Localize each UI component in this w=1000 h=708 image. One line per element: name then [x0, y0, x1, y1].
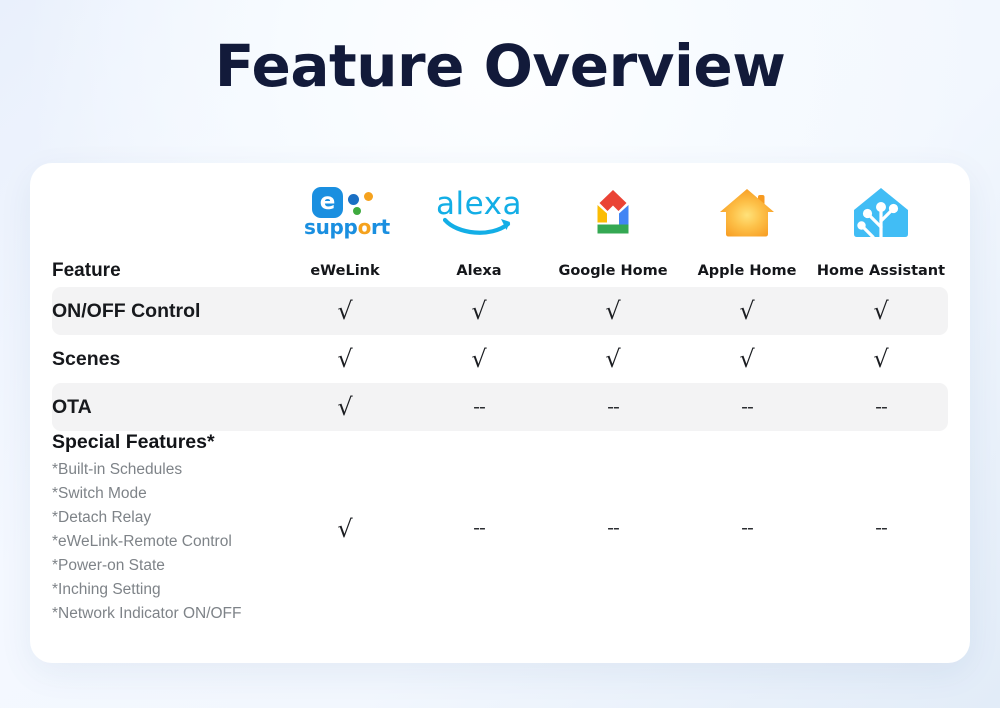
cell-on-off-apple-home: √ [680, 287, 814, 335]
special-feature-item: *Detach Relay [52, 509, 152, 526]
alexa-smile-arrow-icon [443, 217, 511, 235]
cell-scenes-google-home: √ [546, 335, 680, 383]
column-header-alexa: Alexa [456, 263, 502, 279]
ewelink-dot-orange-icon [364, 191, 373, 201]
cell-ota-ewelink: √ [278, 383, 412, 431]
ewelink-dot-blue-icon [348, 193, 359, 205]
ewelink-tile-icon [312, 186, 343, 218]
special-feature-item: *Built-in Schedules [52, 461, 183, 478]
cell-on-off-home-assistant: √ [814, 287, 948, 335]
logo-cell-ewelink: e support [278, 175, 412, 255]
ewelink-e-glyph: e [319, 188, 336, 215]
logo-cell-empty [52, 175, 278, 255]
apple-home-logo [716, 187, 778, 239]
logo-cell-google-home [546, 175, 680, 255]
ewelink-support-wordmark: support [304, 214, 390, 239]
table-logo-row: e support alexa [52, 175, 948, 255]
logo-cell-home-assistant [814, 175, 948, 255]
apple-home-house-icon [720, 188, 774, 236]
column-header-apple-home: Apple Home [697, 263, 797, 279]
logo-cell-alexa: alexa [412, 175, 546, 255]
cell-special-google-home: -- [546, 431, 680, 626]
cell-scenes-ewelink: √ [278, 335, 412, 383]
cell-on-off-google-home: √ [546, 287, 680, 335]
column-header-home-assistant: Home Assistant [816, 263, 946, 279]
cell-scenes-alexa: √ [412, 335, 546, 383]
special-feature-item: *Network Indicator ON/OFF [52, 605, 242, 622]
row-label-ota: OTA [52, 383, 278, 431]
cell-ota-google-home: -- [546, 383, 680, 431]
special-feature-item: *Switch Mode [52, 485, 147, 502]
special-features-title: Special Features* [52, 431, 215, 453]
special-feature-item: *eWeLink-Remote Control [52, 533, 232, 550]
ewelink-logo: e support [304, 186, 390, 239]
table-row: Scenes √ √ √ √ √ [52, 335, 948, 383]
cell-on-off-alexa: √ [412, 287, 546, 335]
cell-scenes-apple-home: √ [680, 335, 814, 383]
cell-special-ewelink: √ [278, 431, 412, 626]
alexa-wordmark: alexa [436, 185, 522, 222]
cell-ota-home-assistant: -- [814, 383, 948, 431]
column-header-ewelink: eWeLink [310, 263, 380, 279]
cell-ota-alexa: -- [412, 383, 546, 431]
table-header-row: Feature eWeLink Alexa Google Home Apple … [52, 255, 948, 287]
cell-on-off-ewelink: √ [278, 287, 412, 335]
table-row: ON/OFF Control √ √ √ √ √ [52, 287, 948, 335]
logo-cell-apple-home [680, 175, 814, 255]
feature-comparison-table: e support alexa [52, 175, 948, 626]
alexa-logo: alexa [433, 185, 525, 239]
table-row: Special Features* *Built-in Schedules *S… [52, 431, 948, 626]
google-home-logo [585, 188, 641, 238]
special-feature-item: *Inching Setting [52, 581, 161, 598]
google-home-house-icon [597, 189, 629, 233]
cell-scenes-home-assistant: √ [814, 335, 948, 383]
ewelink-dot-green-icon [353, 206, 361, 215]
cell-ota-apple-home: -- [680, 383, 814, 431]
special-feature-item: *Power-on State [52, 557, 165, 574]
row-label-scenes: Scenes [52, 335, 278, 383]
home-assistant-logo [853, 187, 909, 239]
cell-special-apple-home: -- [680, 431, 814, 626]
home-assistant-house-icon [854, 187, 908, 239]
page-title: Feature Overview [214, 32, 786, 100]
cell-special-home-assistant: -- [814, 431, 948, 626]
cell-special-alexa: -- [412, 431, 546, 626]
table-row: OTA √ -- -- -- -- [52, 383, 948, 431]
row-label-special-features: Special Features* *Built-in Schedules *S… [52, 431, 278, 626]
column-header-feature: Feature [52, 260, 121, 281]
feature-comparison-card: e support alexa [30, 163, 970, 663]
row-label-on-off-control: ON/OFF Control [52, 287, 278, 335]
column-header-google-home: Google Home [558, 263, 668, 279]
